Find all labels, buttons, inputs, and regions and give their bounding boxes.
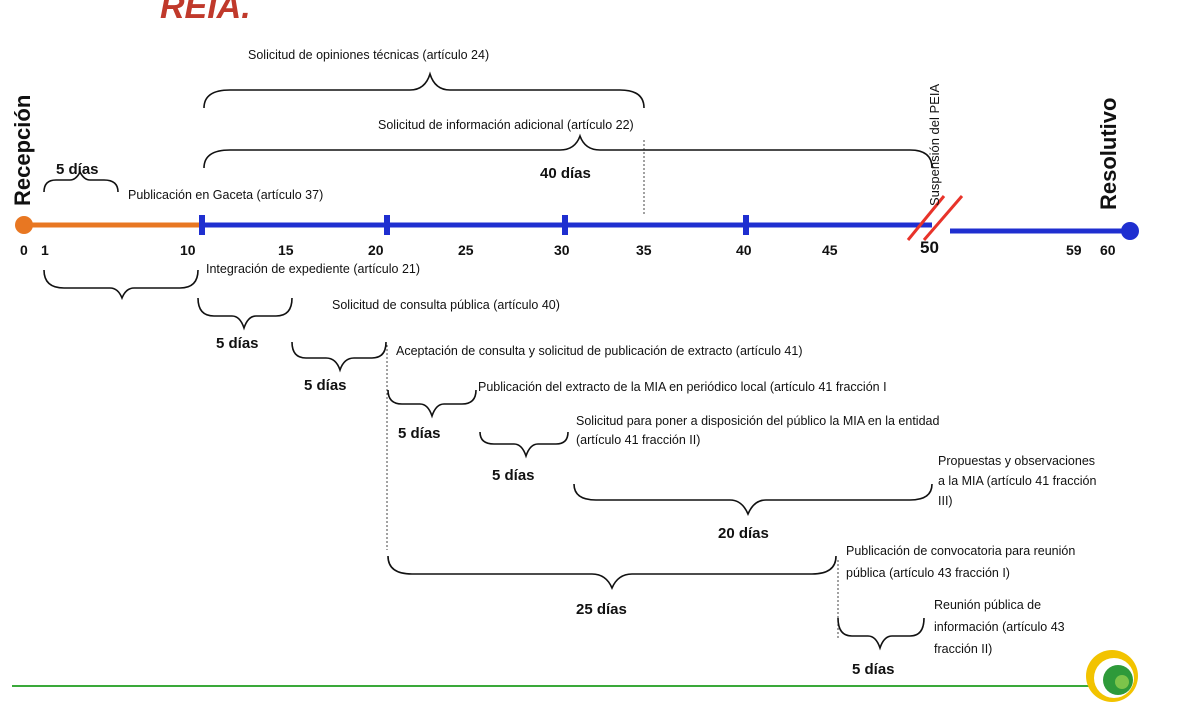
tick-label-45: 45 [822, 242, 838, 258]
label-25-dias: 25 días [576, 601, 627, 618]
label-convocatoria-1: Publicación de convocatoria para reunión [846, 544, 1076, 558]
tick-label-30: 30 [554, 242, 570, 258]
brace-extracto [387, 389, 477, 419]
label-5-dias-a: 5 días [216, 335, 259, 352]
tick-mark-30 [562, 215, 568, 235]
suspension-label: Suspensión del PEIA [927, 83, 942, 206]
tick-label-0: 0 [20, 242, 28, 258]
tick-mark-20 [384, 215, 390, 235]
label-40-dias: 40 días [540, 165, 591, 182]
braces [43, 71, 933, 651]
label-propuestas-1: Propuestas y observaciones [938, 454, 1096, 468]
label-disposicion-2: (artículo 41 fracción II) [576, 433, 701, 447]
brace-info-adicional [203, 133, 933, 169]
tick-label-10: 10 [180, 242, 196, 258]
reception-dot [15, 216, 33, 234]
brace-convocatoria [387, 555, 837, 591]
brace-propuestas [573, 483, 933, 517]
label-propuestas-2: a la MIA (artículo 41 fracción [938, 474, 1097, 488]
label-integracion: Integración de expediente (artículo 21) [206, 262, 421, 276]
institution-logo [1086, 650, 1138, 702]
label-consulta-publica: Solicitud de consulta pública (artículo … [332, 298, 560, 312]
label-5-dias-d: 5 días [492, 467, 535, 484]
brace-opiniones [203, 71, 645, 109]
tick-label-25: 25 [458, 242, 474, 258]
label-aceptacion: Aceptación de consulta y solicitud de pu… [396, 344, 803, 358]
tick-label-35: 35 [636, 242, 652, 258]
label-propuestas-3: III) [938, 494, 953, 508]
tick-label-60: 60 [1100, 242, 1116, 258]
label-extracto: Publicación del extracto de la MIA en pe… [478, 380, 887, 394]
label-5-dias-c: 5 días [398, 425, 441, 442]
tick-label-59: 59 [1066, 242, 1082, 258]
brace-reunion [837, 617, 925, 651]
label-disposicion-1: Solicitud para poner a disposición del p… [576, 414, 940, 428]
label-reunion-2: información (artículo 43 [934, 620, 1065, 634]
suspension-slash-1 [906, 195, 946, 241]
brace-aceptacion [291, 341, 387, 373]
label-5-dias-e: 5 días [852, 661, 895, 678]
tick-label-1: 1 [41, 242, 49, 258]
tick-label-20: 20 [368, 242, 384, 258]
resolution-label: Resolutivo [1096, 97, 1121, 210]
label-reunion-3: fracción II) [934, 642, 993, 656]
label-convocatoria-2: pública (artículo 43 fracción I) [846, 566, 1010, 580]
label-20-dias: 20 días [718, 525, 769, 542]
brace-disposicion [479, 431, 569, 459]
tick-label-40: 40 [736, 242, 752, 258]
label-reunion-1: Reunión pública de [934, 598, 1042, 612]
brace-integracion [43, 269, 199, 301]
tick-mark-10 [199, 215, 205, 235]
brace-gaceta [43, 170, 119, 193]
tick-label-50: 50 [920, 238, 939, 257]
diagram-title: REIA. [160, 0, 251, 26]
brace-consulta [197, 297, 293, 331]
label-gaceta: Publicación en Gaceta (artículo 37) [128, 188, 324, 202]
label-5-dias-b: 5 días [304, 377, 347, 394]
tick-label-15: 15 [278, 242, 294, 258]
suspension-slash-2 [922, 195, 964, 241]
reception-label: Recepción [10, 94, 35, 206]
label-info-adicional: Solicitud de información adicional (artí… [378, 118, 634, 132]
resolution-dot [1121, 222, 1139, 240]
label-5-dias-top: 5 días [56, 161, 99, 178]
tick-mark-40 [743, 215, 749, 235]
label-opiniones: Solicitud de opiniones técnicas (artícul… [248, 48, 490, 62]
